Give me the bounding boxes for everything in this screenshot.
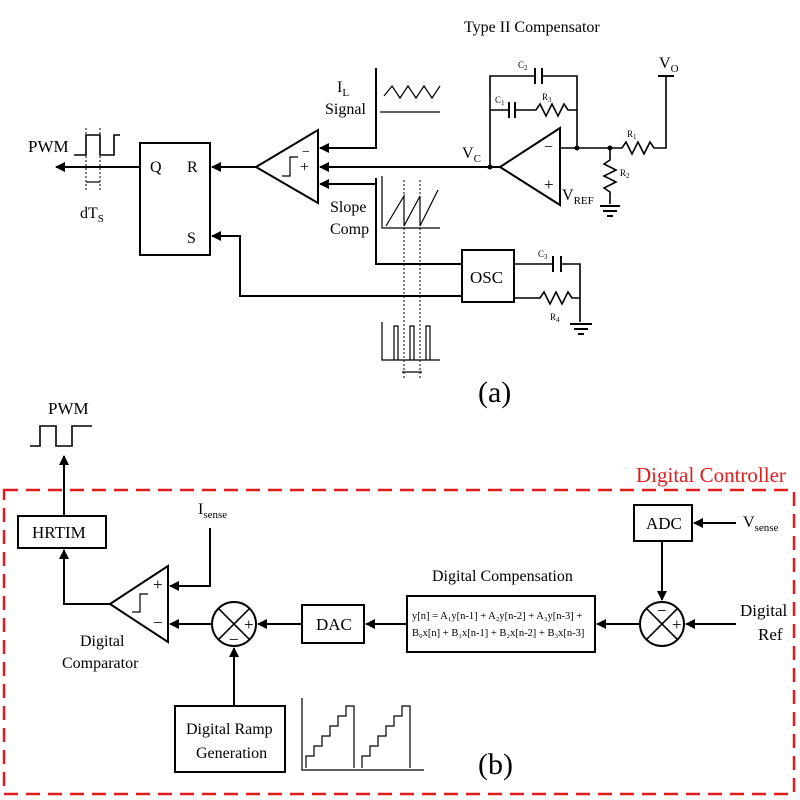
c1-r3-wire <box>490 102 577 118</box>
analog-comparator <box>254 128 319 205</box>
digital-ref-label-2: Ref <box>758 625 783 644</box>
ground-icon <box>600 205 620 217</box>
digital-ramp-block <box>174 705 286 773</box>
il-signal-line <box>319 68 377 153</box>
dac-label: DAC <box>316 615 352 634</box>
dts-label: dTS <box>80 205 104 225</box>
isense-wire <box>169 528 211 591</box>
pwm-waveform-a <box>74 134 120 156</box>
latch-r: R <box>187 159 198 176</box>
r4-label: R4 <box>550 312 560 324</box>
slope-comp-line <box>375 178 462 265</box>
sum2-minus: − <box>657 601 667 620</box>
adc-label: ADC <box>646 514 682 533</box>
il-triangle-wave <box>383 84 441 100</box>
comparator-to-hrtim <box>59 549 110 605</box>
hrtim-label: HRTIM <box>32 523 86 542</box>
digital-ramp-label-2: Generation <box>196 745 267 762</box>
r1-label: R1 <box>627 129 637 141</box>
c3-label: C3 <box>538 249 548 261</box>
comparator-plus-a: + <box>300 159 309 176</box>
digital-comparator-plus: + <box>153 575 163 594</box>
digital-ref-label-1: Digital <box>740 601 787 620</box>
r2-label: R2 <box>620 168 630 180</box>
sum1-plus: + <box>244 615 254 634</box>
opamp-plus: + <box>544 175 554 194</box>
difference-equation-line-2: B₀x[n] + B₁x[n-1] + B₂x[n-2] + B₃x[n-3] <box>412 628 584 639</box>
opamp-minus: − <box>544 139 553 156</box>
ramp-summing-junction <box>211 601 257 647</box>
r1-resistor <box>610 76 667 156</box>
part-b-label: (b) <box>478 748 513 781</box>
r2-resistor <box>602 148 618 204</box>
slope-sawtooth <box>385 189 439 227</box>
part-a-label: (a) <box>478 376 511 409</box>
compensator-title: Type II Compensator <box>464 19 600 36</box>
comparator-minus-a: − <box>302 145 310 160</box>
dac-block <box>301 604 365 644</box>
digital-comparator-minus: − <box>153 613 163 632</box>
pwm-waveform-b <box>30 425 92 447</box>
il-signal-label: Signal <box>325 101 366 118</box>
vsense-label: Vsense <box>743 514 779 534</box>
sum1-minus: − <box>229 630 239 649</box>
comp-label: Comp <box>330 221 369 238</box>
digital-comparator-label-1: Digital <box>80 633 125 650</box>
digital-controller-label: Digital Controller <box>636 463 786 487</box>
staircase-axis <box>301 698 424 771</box>
comparator-hysteresis-icon <box>282 156 298 177</box>
sr-latch <box>139 142 211 256</box>
isense-label: Isense <box>198 501 227 521</box>
pwm-label-b: PWM <box>48 399 89 418</box>
latch-q: Q <box>150 159 162 176</box>
staircase-ramp <box>305 705 411 768</box>
digital-comparator-label-2: Comparator <box>62 655 139 672</box>
part-a-analog-controller: Type II Compensator PWM dTS Q R S + − IL… <box>28 19 679 409</box>
c2-label: C2 <box>518 60 528 72</box>
c3-wire <box>514 263 581 322</box>
vc-label: VC <box>462 145 481 165</box>
part-b-digital-controller: PWM Digital Controller HRTIM + − Digital… <box>2 399 796 796</box>
latch-s: S <box>187 230 196 247</box>
slope-label: Slope <box>330 199 366 216</box>
vo-label: VO <box>659 55 679 75</box>
osc-label: OSC <box>470 268 503 287</box>
digital-compensation-block <box>406 595 596 653</box>
pwm-label-a: PWM <box>28 137 69 156</box>
vref-label: VREF <box>562 187 594 207</box>
r4-resistor <box>514 290 580 306</box>
digital-comparator <box>108 564 169 644</box>
osc-to-set <box>211 231 462 297</box>
digital-compensation-title: Digital Compensation <box>432 568 573 585</box>
c2-wire <box>489 75 578 167</box>
hrtim-block <box>17 515 107 549</box>
oscillator-block <box>461 249 515 303</box>
error-amplifier <box>498 126 561 207</box>
ground-icon <box>570 323 592 335</box>
osc-pulse-train <box>393 325 431 360</box>
digital-comparator-hysteresis-icon <box>132 593 148 613</box>
error-summing-junction <box>639 601 685 647</box>
digital-ramp-label-1: Digital Ramp <box>186 721 273 738</box>
sum2-plus: + <box>672 615 682 634</box>
osc-pulse-axis <box>381 322 440 361</box>
il-label: IL <box>337 79 349 99</box>
digital-controller-boundary <box>2 488 796 796</box>
slope-axis <box>381 176 440 229</box>
difference-equation-line-1: y[n] = A₁y[n-1] + A₂y[n-2] + A₃y[n-3] + <box>412 611 582 622</box>
c1-label: C1 <box>495 95 505 107</box>
r3-label: R3 <box>542 92 552 104</box>
